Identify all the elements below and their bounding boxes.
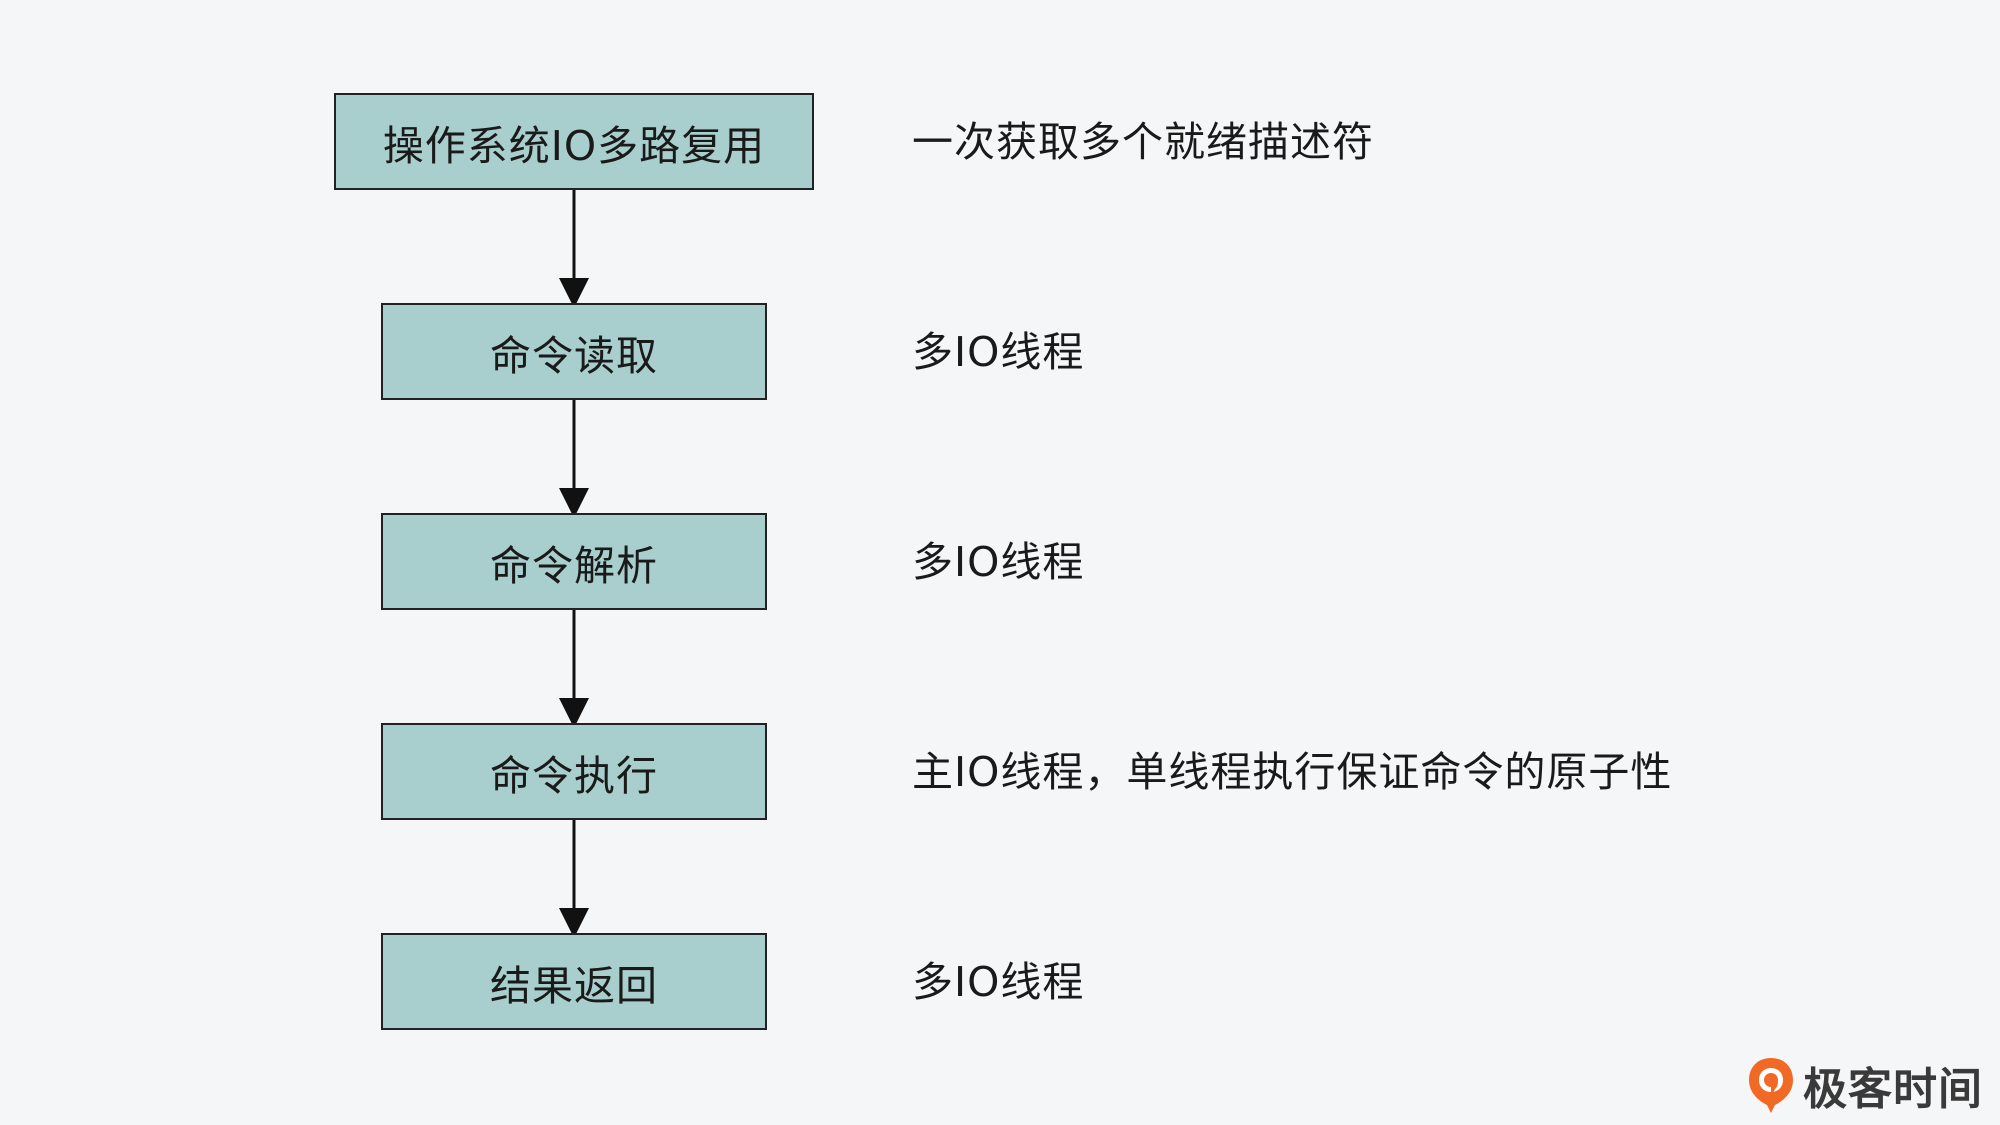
step-label: 命令执行	[490, 751, 658, 800]
step-box-command-read: 命令读取	[381, 303, 767, 400]
step-note-command-parse: 多IO线程	[912, 538, 1085, 586]
step-box-command-parse: 命令解析	[381, 513, 767, 610]
step-label: 结果返回	[490, 961, 658, 1010]
step-label: 命令解析	[490, 541, 658, 590]
brand-name: 极客时间	[1803, 1064, 1983, 1115]
step-box-command-execute: 命令执行	[381, 723, 767, 820]
step-box-io-multiplexing: 操作系统IO多路复用	[334, 93, 814, 190]
step-note-command-execute: 主IO线程，单线程执行保证命令的原子性	[912, 748, 1673, 796]
step-label: 操作系统IO多路复用	[382, 121, 766, 170]
brand-watermark: 极客时间	[1745, 1055, 1983, 1115]
step-note-io-multiplexing: 一次获取多个就绪描述符	[912, 118, 1374, 166]
step-note-command-read: 多IO线程	[912, 328, 1085, 376]
step-label: 命令读取	[490, 331, 658, 380]
step-box-result-return: 结果返回	[381, 933, 767, 1030]
geektime-logo-icon	[1749, 1058, 1793, 1113]
step-note-result-return: 多IO线程	[912, 958, 1085, 1006]
